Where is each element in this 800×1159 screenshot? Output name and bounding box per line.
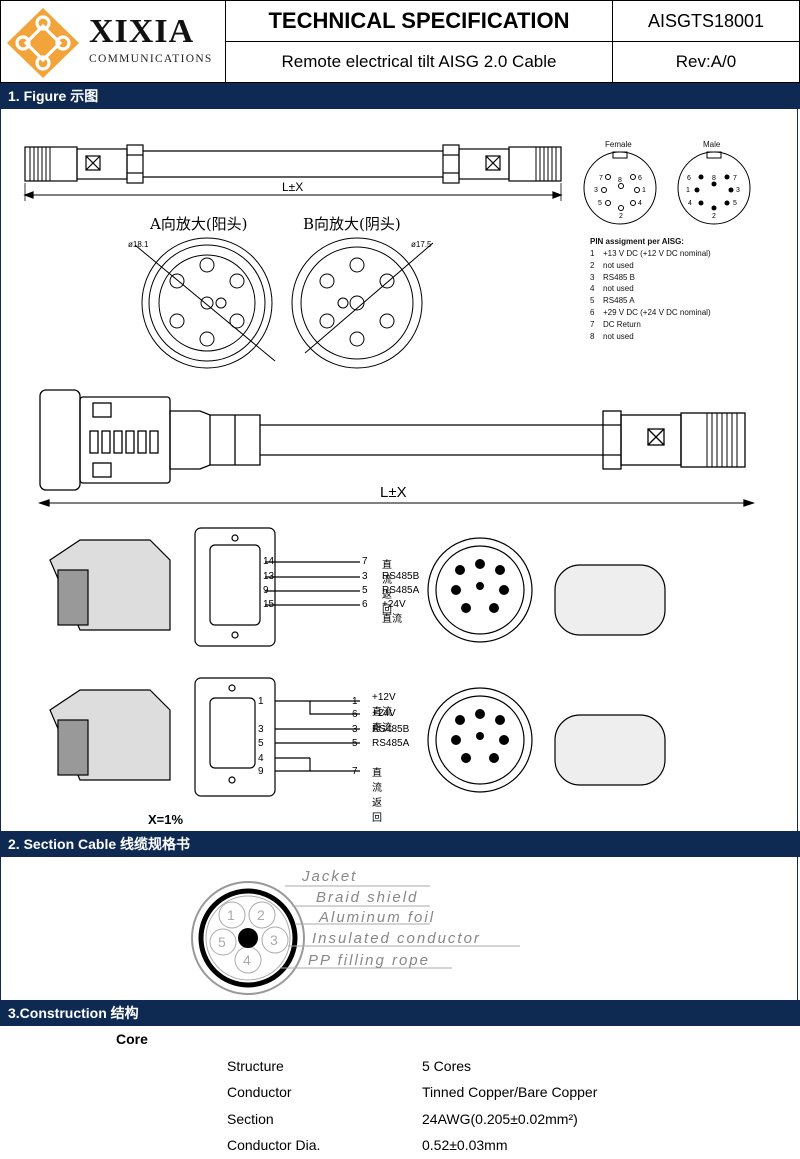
length-label-1: L±X xyxy=(282,180,304,194)
svg-text:2: 2 xyxy=(712,213,716,220)
view-a-drawing: ø18.1 xyxy=(128,237,276,369)
layer-label-filling: PP filling rope xyxy=(308,952,430,969)
layer-label-braid: Braid shield xyxy=(316,889,418,906)
svg-text:3: 3 xyxy=(736,187,740,194)
spec-value: Tinned Copper/Bare Copper xyxy=(422,1084,598,1100)
doc-subtitle: Remote electrical tilt AISG 2.0 Cable xyxy=(225,41,613,83)
core-label: 5 xyxy=(218,934,226,950)
document-header: XIXIA COMMUNICATIONS TECHNICAL SPECIFICA… xyxy=(0,0,800,83)
svg-text:7: 7 xyxy=(599,175,603,182)
doc-revision: Rev:A/0 xyxy=(612,41,800,83)
view-b-drawing: ø17.5 xyxy=(291,237,434,369)
section-bar-construction: 3.Construction 结构 xyxy=(0,1000,800,1026)
svg-text:8: 8 xyxy=(618,177,622,184)
svg-text:6: 6 xyxy=(638,175,642,182)
length-label-2: L±X xyxy=(380,484,407,501)
dia-b-label: ø17.5 xyxy=(411,240,432,249)
pin-row: 6+29 V DC (+24 V DC nominal) xyxy=(590,307,711,317)
spec-value: 0.52±0.03mm xyxy=(422,1137,508,1153)
svg-text:4: 4 xyxy=(638,200,642,207)
dia-a-label: ø18.1 xyxy=(128,240,149,249)
core-label: 3 xyxy=(270,932,278,948)
figure-frame xyxy=(0,109,798,831)
core-label: 2 xyxy=(257,907,265,923)
layer-label-foil: Aluminum foil xyxy=(318,909,435,926)
spec-value: 5 Cores xyxy=(422,1058,472,1074)
spec-label: Structure xyxy=(227,1058,284,1074)
section-bar-cable: 2. Section Cable 线缆规格书 xyxy=(0,831,800,857)
cable-drawing-2 xyxy=(37,389,756,507)
svg-text:6: 6 xyxy=(687,175,691,182)
pin-row: 1+13 V DC (+12 V DC nominal) xyxy=(590,249,711,258)
core-label: 1 xyxy=(227,907,235,923)
construction-group-core: Core xyxy=(116,1031,148,1047)
doc-code: AISGTS18001 xyxy=(612,0,800,42)
wiring-diagram-1 xyxy=(49,527,666,647)
cable-drawing-1 xyxy=(23,144,563,201)
doc-title: TECHNICAL SPECIFICATION xyxy=(225,0,613,42)
pin-title: PIN assigment per AISG: xyxy=(590,237,684,246)
spec-value: 24AWG(0.205±0.02mm²) xyxy=(422,1111,578,1127)
spec-label: Conductor Dia. xyxy=(227,1137,321,1153)
section-bar-figure: 1. Figure 示图 xyxy=(0,83,800,109)
svg-text:3: 3 xyxy=(594,187,598,194)
spec-label: Section xyxy=(227,1111,274,1127)
svg-text:5: 5 xyxy=(598,200,602,207)
svg-text:5: 5 xyxy=(733,200,737,207)
spec-label: Conductor xyxy=(227,1084,292,1100)
logo-cell: XIXIA COMMUNICATIONS xyxy=(0,0,226,83)
wiring-diagram-2 xyxy=(49,677,666,797)
pin-face-diagrams: 7 8 6 3 1 5 4 2 6 8 7 1 3 4 5 2 xyxy=(583,151,751,225)
female-label: Female xyxy=(605,140,632,149)
brand-name: XIXIA xyxy=(89,13,195,50)
svg-text:4: 4 xyxy=(688,200,692,207)
svg-text:1: 1 xyxy=(686,187,690,194)
core-label: 4 xyxy=(243,952,251,968)
tolerance-label: X=1% xyxy=(148,812,184,827)
brand-subtitle: COMMUNICATIONS xyxy=(89,53,213,65)
cable-cross-section: 1 2 3 4 5 Jacket Braid shield Aluminum f… xyxy=(191,868,520,995)
svg-text:8: 8 xyxy=(712,175,716,182)
company-logo-icon xyxy=(7,8,79,78)
svg-text:1: 1 xyxy=(642,187,646,194)
svg-text:2: 2 xyxy=(619,213,623,220)
cable-frame xyxy=(0,857,798,1000)
male-label: Male xyxy=(703,140,721,149)
view-a-label: A向放大(阳头) xyxy=(150,215,248,233)
view-b-label: B向放大(阴头) xyxy=(303,215,401,233)
layer-label-insulated: Insulated conductor xyxy=(312,930,481,947)
layer-label-jacket: Jacket xyxy=(301,868,357,885)
svg-text:7: 7 xyxy=(733,175,737,182)
